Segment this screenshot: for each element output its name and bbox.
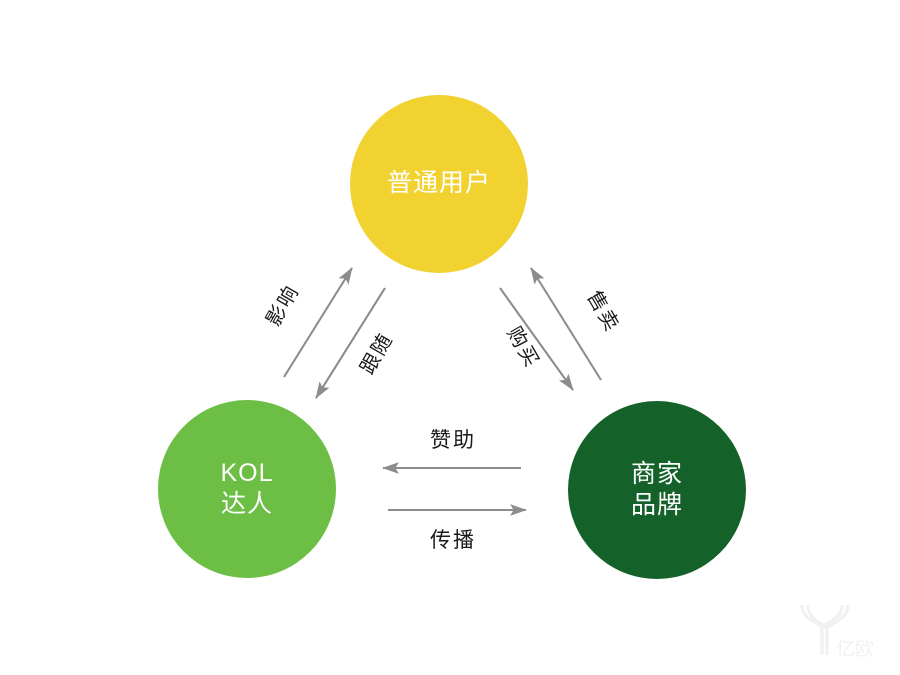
arrow-follow	[315, 287, 386, 399]
node-kol-label-line2: 达人	[220, 490, 273, 518]
node-kol[interactable]: KOL 达人	[158, 400, 336, 578]
arrow-buy	[499, 287, 574, 391]
arrow-influence	[283, 267, 353, 378]
node-merchant-brand[interactable]: 商家 品牌	[568, 401, 746, 579]
edge-label-sponsor: 赞助	[430, 429, 476, 452]
arrow-sell	[530, 267, 602, 381]
node-merchant-brand-label-line1: 商家	[630, 459, 683, 488]
node-merchant-brand-label-line2: 品牌	[630, 491, 683, 519]
edge-label-spread: 传播	[430, 529, 476, 552]
node-ordinary-user[interactable]: 普通用户	[350, 95, 528, 273]
node-kol-label-line1: KOL	[220, 458, 274, 487]
node-ordinary-user-label: 普通用户	[386, 169, 491, 198]
